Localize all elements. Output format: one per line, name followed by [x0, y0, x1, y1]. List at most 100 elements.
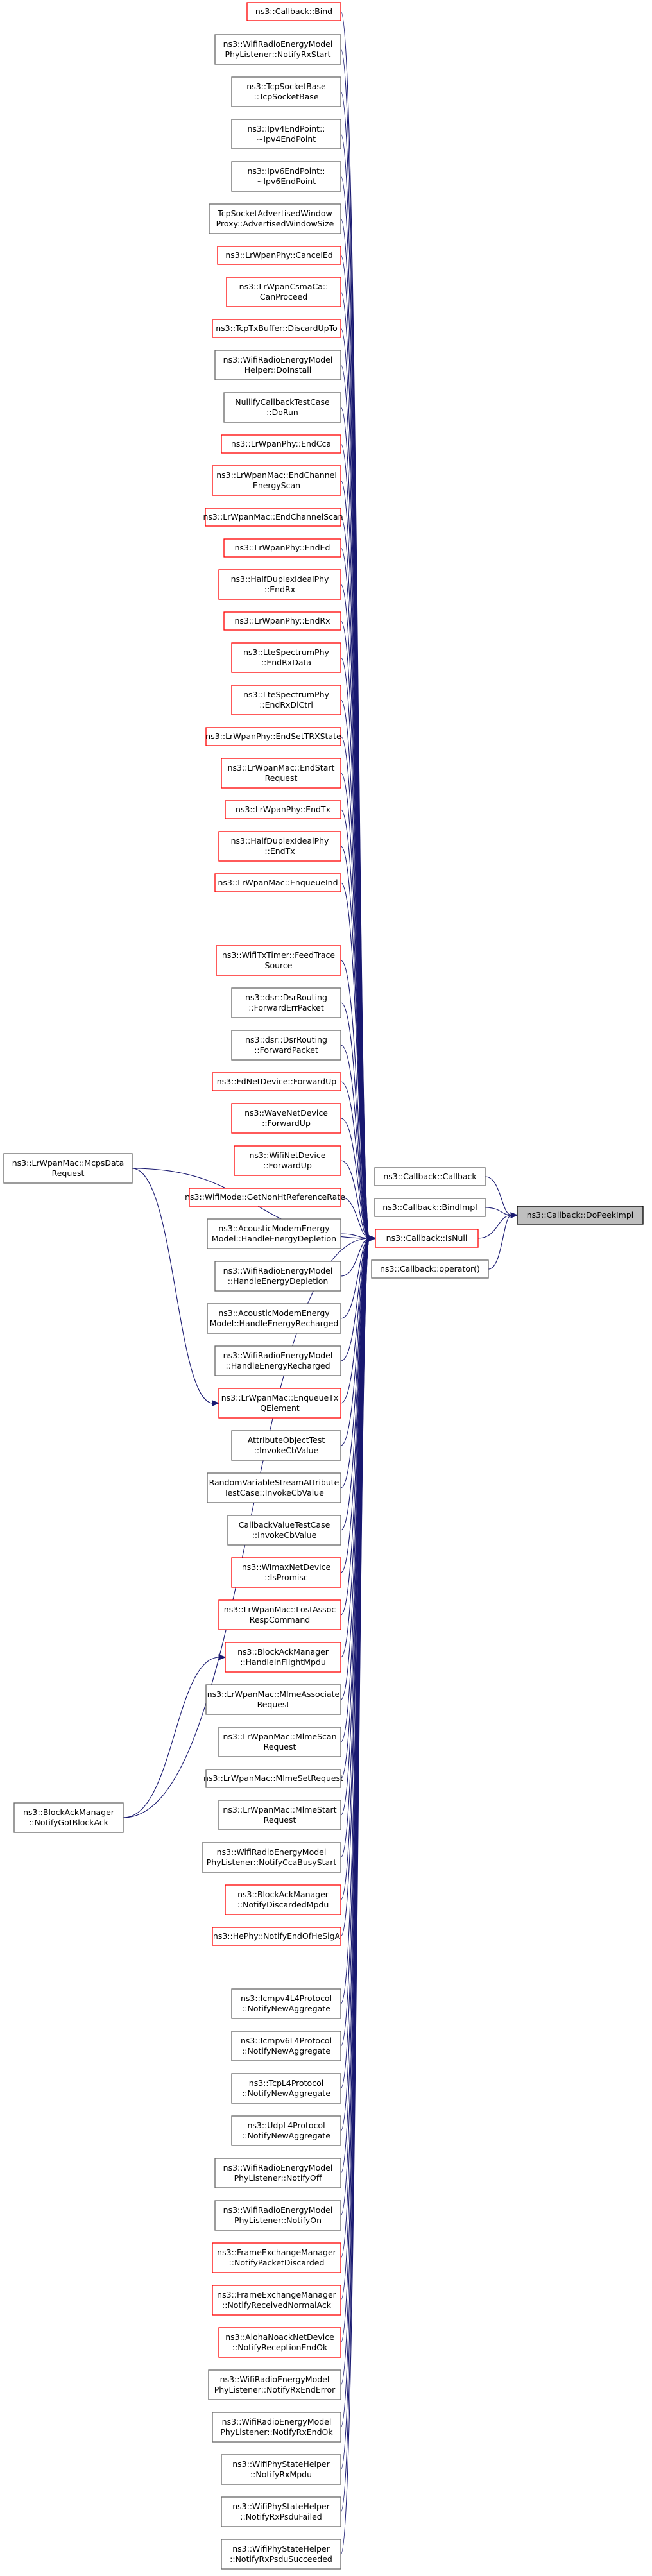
- node-ipv4-endpoint[interactable]: ns3::Ipv4EndPoint::~Ipv4EndPoint: [231, 119, 341, 149]
- node-wifiradio-notifyrxendok[interactable]: ns3::WifiRadioEnergyModelPhyListener::No…: [212, 2412, 341, 2443]
- node-tcp-socket-adv[interactable]: TcpSocketAdvertisedWindowProxy::Advertis…: [209, 203, 341, 234]
- node-tcpl4-notifynewaggregate[interactable]: ns3::TcpL4Protocol::NotifyNewAggregate: [231, 2073, 341, 2104]
- node-attribute-invokecb[interactable]: AttributeObjectTest::InvokeCbValue: [231, 1430, 341, 1461]
- node-label: ns3::LrWpanPhy::EndEd: [235, 543, 330, 552]
- node-tcptxbuffer-discard[interactable]: ns3::TcpTxBuffer::DiscardUpTo: [212, 319, 341, 338]
- node-lrwpan-phy-canceled[interactable]: ns3::LrWpanPhy::CancelEd: [217, 246, 341, 265]
- node-udpl4-notifynewaggregate[interactable]: ns3::UdpL4Protocol::NotifyNewAggregate: [231, 2115, 341, 2146]
- node-box: [225, 1884, 341, 1915]
- node-lrwpan-phy-endsettrx[interactable]: ns3::LrWpanPhy::EndSetTRXState: [205, 727, 341, 746]
- node-blockack-notifygotblockack[interactable]: ns3::BlockAckManager::NotifyGotBlockAck: [13, 1802, 124, 1833]
- node-notify-rx-start[interactable]: ns3::WifiRadioEnergyModelPhyListener::No…: [214, 34, 341, 65]
- node-wifiradio-notifyrxenderror[interactable]: ns3::WifiRadioEnergyModelPhyListener::No…: [208, 2369, 341, 2400]
- node-wifiradio-handle-recharged[interactable]: ns3::WifiRadioEnergyModel::HandleEnergyR…: [214, 1345, 341, 1376]
- node-dsr-forwarderrpacket[interactable]: ns3::dsr::DsrRouting::ForwardErrPacket: [231, 987, 341, 1018]
- node-label: ns3::TcpTxBuffer::DiscardUpTo: [216, 323, 338, 333]
- node-wifiphystate-notifyrxpsdufailed[interactable]: ns3::WifiPhyStateHelper::NotifyRxPsduFai…: [221, 2496, 341, 2527]
- node-fdnetdevice-forwardup[interactable]: ns3::FdNetDevice::ForwardUp: [212, 1072, 341, 1091]
- node-label: ns3::TcpSocketBase: [246, 81, 326, 91]
- node-wifiphystate-notifyrxmpdu[interactable]: ns3::WifiPhyStateHelper::NotifyRxMpdu: [221, 2454, 341, 2485]
- node-wifiradio-notifyon[interactable]: ns3::WifiRadioEnergyModelPhyListener::No…: [214, 2200, 341, 2231]
- node-label: ns3::LrWpanMac::McpsData: [12, 1158, 124, 1168]
- node-label: Helper::DoInstall: [244, 365, 311, 375]
- node-wavenetdevice-forwardup[interactable]: ns3::WaveNetDevice::ForwardUp: [231, 1103, 341, 1134]
- node-halfduplex-endrx[interactable]: ns3::HalfDuplexIdealPhy::EndRx: [218, 569, 341, 600]
- node-callback-isnull[interactable]: ns3::Callback::IsNull: [375, 1229, 479, 1248]
- node-callback-bindimpl[interactable]: ns3::Callback::BindImpl: [374, 1198, 486, 1217]
- node-lrwpan-phy-ended[interactable]: ns3::LrWpanPhy::EndEd: [223, 538, 341, 558]
- node-wifiradio-handle-depletion[interactable]: ns3::WifiRadioEnergyModel::HandleEnergyD…: [214, 1261, 341, 1292]
- node-randomvar-invokecb[interactable]: RandomVariableStreamAttributeTestCase::I…: [207, 1472, 341, 1503]
- node-dsr-forwardpacket[interactable]: ns3::dsr::DsrRouting::ForwardPacket: [231, 1030, 341, 1061]
- node-halfduplex-endtx[interactable]: ns3::HalfDuplexIdealPhy::EndTx: [218, 831, 341, 862]
- node-label: Request: [257, 1700, 290, 1709]
- node-box: [231, 1103, 341, 1134]
- node-callback-operator[interactable]: ns3::Callback::operator(): [371, 1259, 489, 1279]
- node-label: ns3::WifiRadioEnergyModel: [223, 39, 333, 49]
- node-lrwpan-csmaca-canproceed[interactable]: ns3::LrWpanCsmaCa::CanProceed: [226, 277, 341, 307]
- node-wifiradio-notifyoff[interactable]: ns3::WifiRadioEnergyModelPhyListener::No…: [214, 2158, 341, 2188]
- node-callback-dopeekimpl[interactable]: ns3::Callback::DoPeekImpl: [517, 1206, 644, 1225]
- node-label: Request: [264, 1742, 296, 1752]
- node-label: Request: [265, 773, 298, 783]
- node-frameexchange-packetdiscarded[interactable]: ns3::FrameExchangeManager::NotifyPacketD…: [212, 2242, 341, 2273]
- node-callbackvalue-invokecb[interactable]: CallbackValueTestCase::InvokeCbValue: [227, 1515, 341, 1546]
- node-frameexchange-receivednormalack[interactable]: ns3::FrameExchangeManager::NotifyReceive…: [212, 2285, 341, 2316]
- node-box: [214, 873, 341, 892]
- node-label: ns3::FdNetDevice::ForwardUp: [217, 1077, 336, 1086]
- node-box: [218, 2327, 341, 2358]
- node-lrwpan-mac-mlmeset[interactable]: ns3::LrWpanMac::MlmeSetRequest: [203, 1769, 343, 1788]
- node-hephy-notifyendofhesiga[interactable]: ns3::HePhy::NotifyEndOfHeSigA: [212, 1927, 341, 1946]
- node-blockack-handleinflight[interactable]: ns3::BlockAckManager::HandleInFlightMpdu: [225, 1642, 341, 1673]
- node-lte-spectrum-endrxdlctrl[interactable]: ns3::LteSpectrumPhy::EndRxDlCtrl: [231, 685, 341, 715]
- node-box: [205, 727, 341, 746]
- node-box: [231, 1430, 341, 1461]
- node-box: [231, 2073, 341, 2104]
- node-blockack-notifydiscarded[interactable]: ns3::BlockAckManager::NotifyDiscardedMpd…: [225, 1884, 341, 1915]
- node-icmpv4-notifynewaggregate[interactable]: ns3::Icmpv4L4Protocol::NotifyNewAggregat…: [231, 1988, 341, 2019]
- node-lrwpan-mac-endchannelscan[interactable]: ns3::LrWpanMac::EndChannelScan: [203, 508, 343, 527]
- node-wifimode-getnonht[interactable]: ns3::WifiMode::GetNonHtReferenceRate: [185, 1188, 345, 1207]
- node-tcp-socketbase[interactable]: ns3::TcpSocketBase::TcpSocketBase: [231, 76, 341, 107]
- node-acoustic-handle-depletion[interactable]: ns3::AcousticModemEnergyModel::HandleEne…: [207, 1218, 341, 1249]
- node-box: [205, 508, 341, 527]
- node-lrwpan-phy-endtx[interactable]: ns3::LrWpanPhy::EndTx: [225, 800, 341, 819]
- node-lrwpan-phy-endcca[interactable]: ns3::LrWpanPhy::EndCca: [221, 434, 341, 454]
- node-acoustic-handle-recharged[interactable]: ns3::AcousticModemEnergyModel::HandleEne…: [207, 1303, 341, 1334]
- node-ipv6-endpoint[interactable]: ns3::Ipv6EndPoint::~Ipv6EndPoint: [231, 161, 341, 192]
- node-lrwpan-mac-enqueueind[interactable]: ns3::LrWpanMac::EnqueueInd: [214, 873, 341, 892]
- node-label: ns3::Callback::operator(): [380, 1264, 480, 1274]
- node-label: ns3::HalfDuplexIdealPhy: [231, 836, 329, 846]
- node-box: [221, 758, 341, 789]
- node-lte-spectrum-endrxdata[interactable]: ns3::LteSpectrumPhy::EndRxData: [231, 642, 341, 673]
- node-label: ::TcpSocketBase: [253, 92, 318, 101]
- node-callback-bind[interactable]: ns3::Callback::Bind: [246, 2, 341, 21]
- node-aloha-receptionendok[interactable]: ns3::AlohaNoackNetDevice::NotifyReceptio…: [218, 2327, 341, 2358]
- node-wifi-radio-helper-doinstall[interactable]: ns3::WifiRadioEnergyModelHelper::DoInsta…: [214, 350, 341, 380]
- node-label: TestCase::InvokeCbValue: [223, 1488, 324, 1497]
- node-icmpv6-notifynewaggregate[interactable]: ns3::Icmpv6L4Protocol::NotifyNewAggregat…: [231, 2031, 341, 2061]
- node-callback-callback[interactable]: ns3::Callback::Callback: [374, 1167, 486, 1186]
- node-box: [231, 1557, 341, 1588]
- node-wifiphystate-notifyrxpsdusucceeded[interactable]: ns3::WifiPhyStateHelper::NotifyRxPsduSuc…: [221, 2539, 341, 2570]
- node-label: ::ForwardUp: [263, 1161, 312, 1170]
- node-lrwpan-phy-endrx[interactable]: ns3::LrWpanPhy::EndRx: [223, 611, 341, 631]
- node-label: ns3::LteSpectrumPhy: [243, 647, 329, 657]
- node-label: AttributeObjectTest: [248, 1435, 325, 1445]
- node-wifiradio-notifyccabusy[interactable]: ns3::WifiRadioEnergyModelPhyListener::No…: [202, 1842, 341, 1873]
- node-wimax-ispromisc[interactable]: ns3::WimaxNetDevice::IsPromisc: [231, 1557, 341, 1588]
- node-box: [231, 76, 341, 107]
- node-wifinetdevice-forwardup[interactable]: ns3::WifiNetDevice::ForwardUp: [234, 1145, 341, 1176]
- node-box: [218, 1388, 341, 1419]
- node-nullify-callback-dorun[interactable]: NullifyCallbackTestCase::DoRun: [223, 392, 341, 423]
- node-label: PhyListener::NotifyRxStart: [225, 49, 331, 59]
